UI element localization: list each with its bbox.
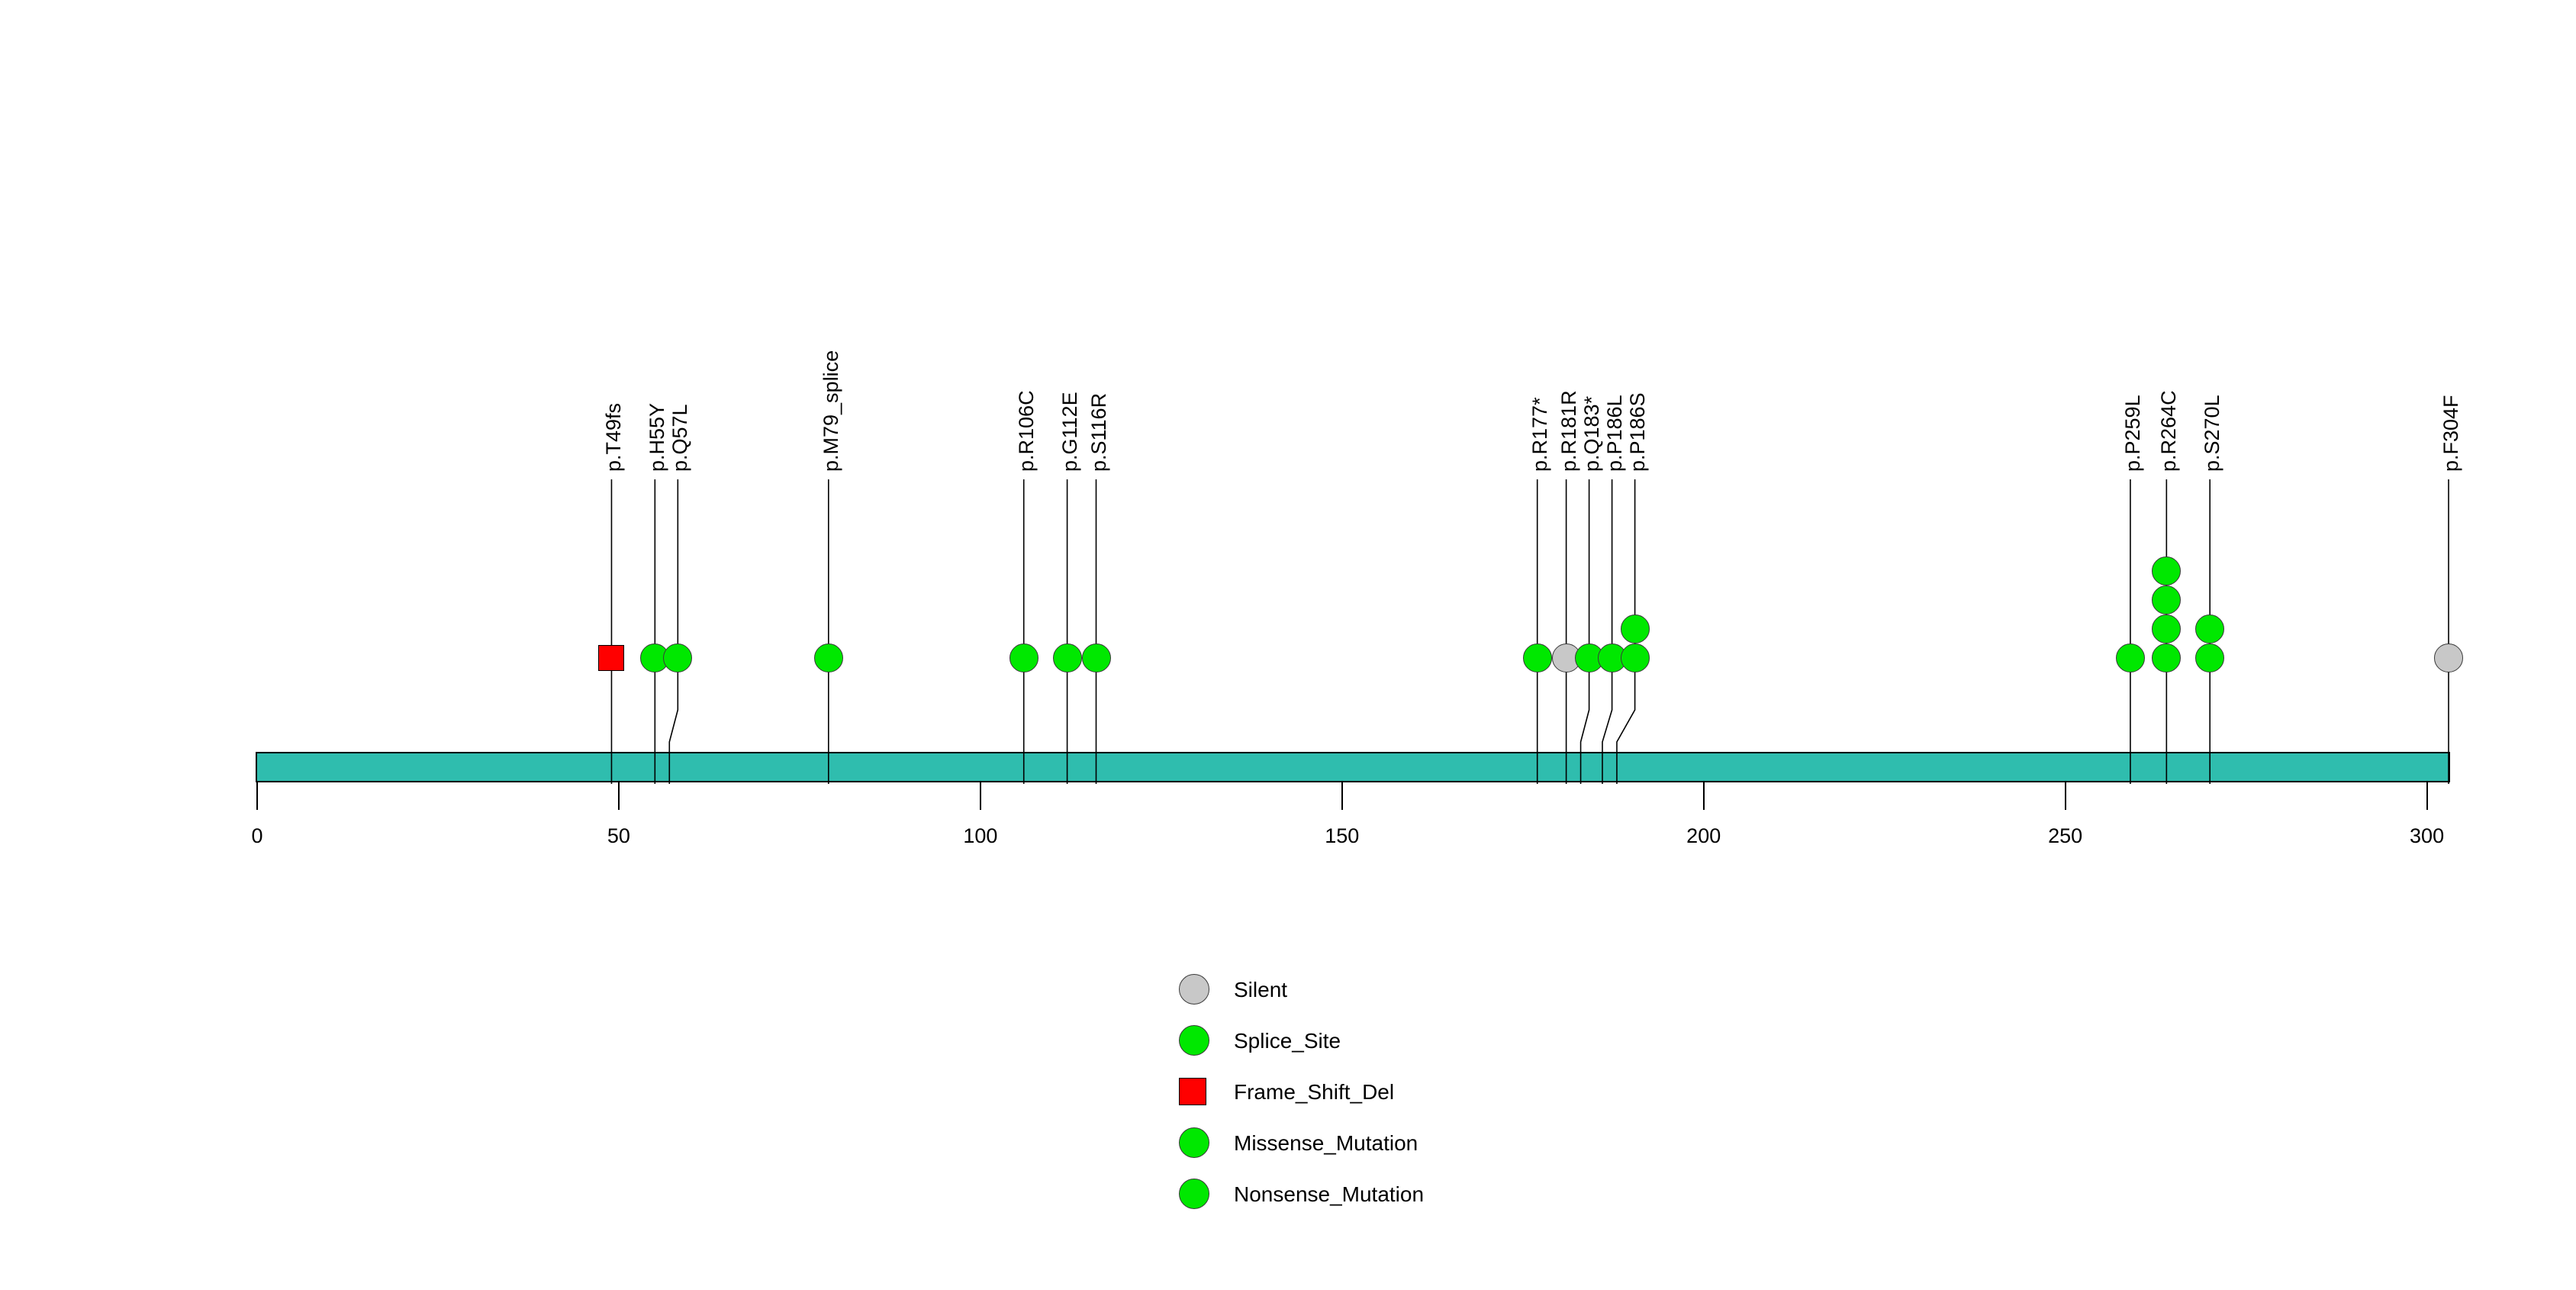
mutation-marker[interactable]: [2152, 614, 2182, 643]
x-axis-tick: [979, 782, 981, 810]
legend-label: Missense_Mutation: [1234, 1131, 1418, 1155]
mutation-label: p.P186L: [1602, 395, 1626, 472]
lollipop-stem: [1579, 479, 1590, 784]
legend-marker: [1179, 1127, 1209, 1158]
legend-marker: [1179, 1078, 1206, 1105]
x-axis-tick-label: 200: [1686, 824, 1721, 847]
mutation-label: p.T49fs: [602, 402, 626, 472]
mutation-marker[interactable]: [663, 643, 693, 672]
legend-label: Frame_Shift_Del: [1234, 1080, 1395, 1104]
mutation-label: p.Q183*: [1579, 395, 1603, 472]
mutation-marker[interactable]: [2115, 643, 2145, 672]
mutation-marker[interactable]: [2434, 643, 2463, 672]
mutation-label: p.R181R: [1557, 390, 1580, 472]
mutation-marker[interactable]: [2195, 643, 2225, 672]
lollipop-stem: [1602, 479, 1613, 784]
protein-domain-bar: [256, 752, 2450, 782]
mutation-label: p.F304F: [2439, 395, 2462, 472]
mutation-label: p.G112E: [1058, 392, 1081, 472]
x-axis-tick: [2064, 782, 2066, 810]
legend-label: Silent: [1234, 978, 1288, 1001]
mutation-marker[interactable]: [1620, 614, 1650, 643]
mutation-label: p.P259L: [2120, 395, 2144, 472]
legend-item[interactable]: Silent: [1179, 972, 1713, 1006]
mutation-marker[interactable]: [2152, 643, 2182, 672]
legend-label: Nonsense_Mutation: [1234, 1182, 1425, 1206]
mutation-marker[interactable]: [1522, 643, 1552, 672]
mutation-label: p.R177*: [1528, 397, 1551, 472]
mutation-marker[interactable]: [2152, 556, 2182, 585]
legend-marker: [1179, 1179, 1209, 1209]
mutation-label: p.P186S: [1625, 392, 1649, 472]
legend-item[interactable]: Frame_Shift_Del: [1179, 1075, 1713, 1108]
x-axis-tick-label: 300: [2410, 824, 2445, 847]
legend-marker: [1179, 1025, 1209, 1056]
x-axis-tick: [2426, 782, 2428, 810]
x-axis-tick-label: 250: [2048, 824, 2083, 847]
x-axis-tick: [1702, 782, 1705, 810]
x-axis-tick-label: 50: [607, 824, 630, 847]
mutation-label: p.S270L: [2201, 395, 2224, 472]
mutation-label: p.R106C: [1014, 390, 1038, 472]
mutation-label: p.S116R: [1087, 392, 1110, 472]
legend-item[interactable]: Splice_Site: [1179, 1024, 1713, 1057]
mutation-label: p.H55Y: [646, 402, 669, 472]
mutation-marker[interactable]: [813, 643, 843, 672]
x-axis-tick: [1341, 782, 1343, 810]
mutation-marker[interactable]: [1620, 643, 1650, 672]
mutation-marker[interactable]: [2152, 585, 2182, 614]
legend-item[interactable]: Missense_Mutation: [1179, 1126, 1713, 1159]
mutation-marker[interactable]: [598, 645, 625, 671]
mutation-marker[interactable]: [1009, 643, 1038, 672]
x-axis-tick: [256, 782, 258, 810]
legend-item[interactable]: Nonsense_Mutation: [1179, 1177, 1713, 1211]
mutation-label: p.Q57L: [668, 404, 692, 472]
x-axis-tick-label: 100: [963, 824, 998, 847]
lollipop-stem: [668, 479, 679, 784]
legend-label: Splice_Site: [1234, 1029, 1341, 1053]
lollipop-stem: [1616, 479, 1636, 784]
mutation-marker[interactable]: [1081, 643, 1111, 672]
x-axis-tick-label: 0: [251, 824, 263, 847]
mutation-marker[interactable]: [1052, 643, 1082, 672]
legend-marker: [1179, 974, 1209, 1005]
x-axis-tick-label: 150: [1325, 824, 1360, 847]
mutation-marker[interactable]: [2195, 614, 2225, 643]
mutation-label: p.M79_splice: [819, 350, 842, 472]
x-axis-tick: [617, 782, 620, 810]
mutation-label: p.R264C: [2157, 390, 2181, 472]
